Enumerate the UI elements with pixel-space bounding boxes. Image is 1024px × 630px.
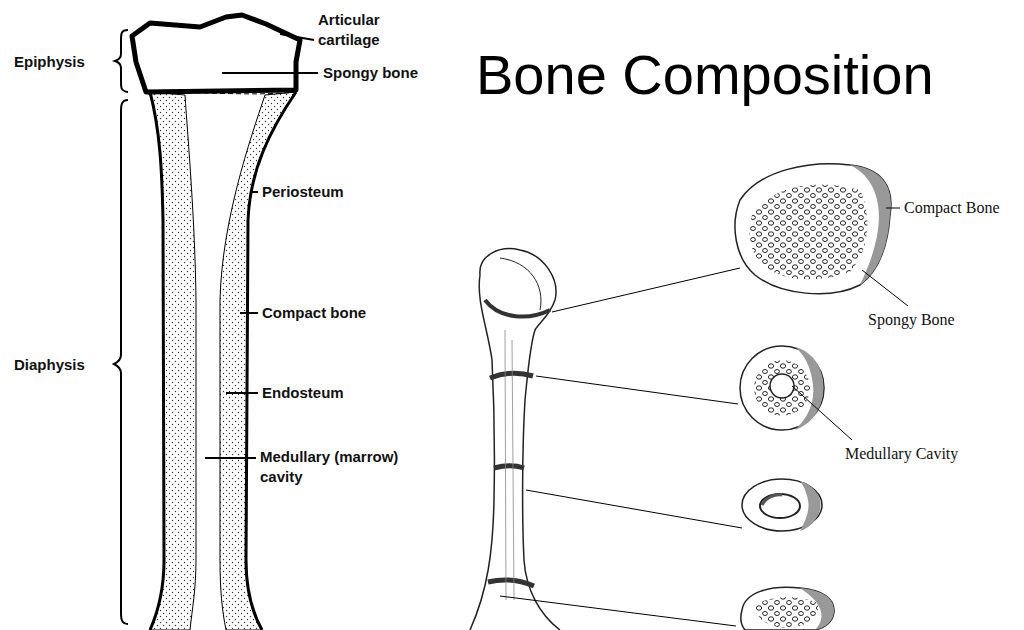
part-label: Medullary (marrow) cavity (260, 447, 420, 487)
diagram-title: Bone Composition (476, 42, 934, 107)
part-label: Medullary Cavity (845, 444, 958, 463)
part-label: Compact Bone (904, 198, 1000, 217)
part-label: Spongy bone (323, 63, 418, 83)
part-label: Diaphysis (14, 355, 85, 375)
part-label: Endosteum (262, 383, 344, 403)
humerus-sketch (470, 249, 742, 630)
part-label: Periosteum (262, 182, 344, 202)
cross-sections (735, 164, 908, 630)
part-label: Compact bone (262, 303, 366, 323)
part-label: Epiphysis (14, 52, 85, 72)
part-label: Spongy Bone (868, 310, 955, 329)
part-label: Articular cartilage (318, 10, 418, 50)
long-bone-section (114, 15, 318, 630)
